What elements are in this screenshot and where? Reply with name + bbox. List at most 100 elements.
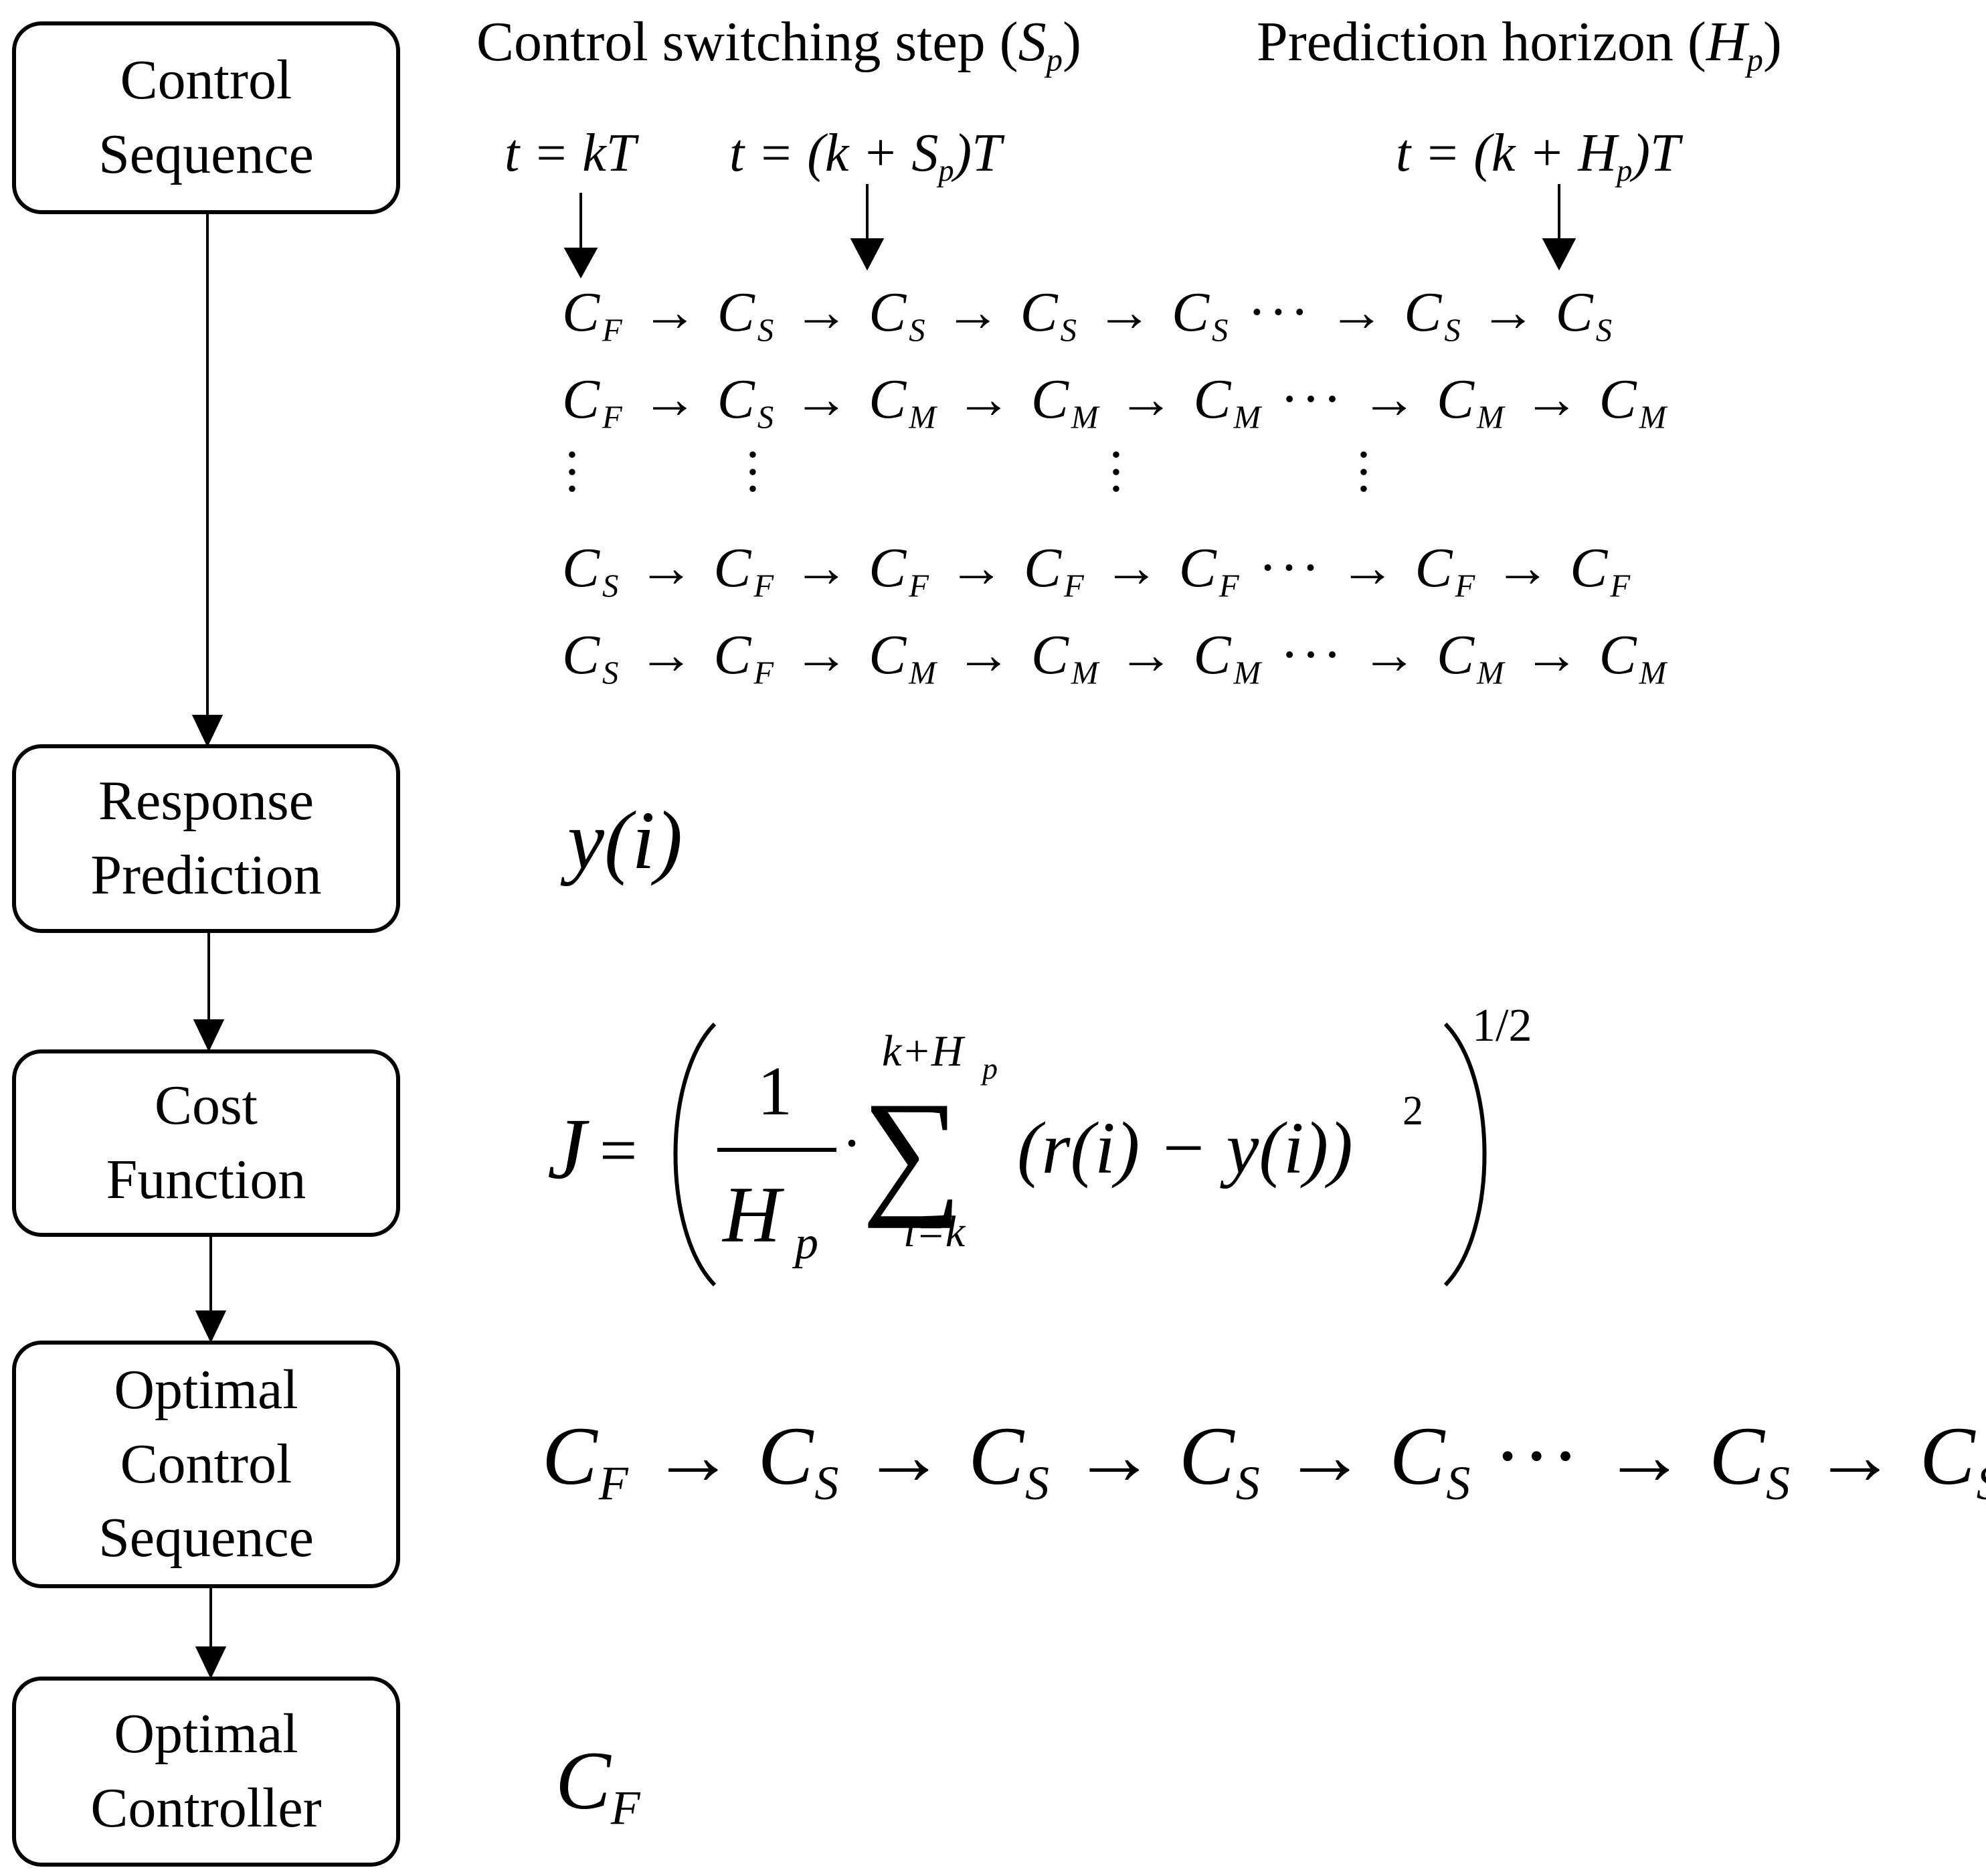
sequence-row: CF → CS → CM → CM → CM ··· → CM → CM [562, 367, 1669, 436]
outer-exponent: 1/2 [1472, 1000, 1532, 1051]
controller-subscript: S [757, 312, 777, 349]
arrow-icon: → [1360, 368, 1437, 430]
time-mark-start: t = kT [505, 124, 636, 183]
controller-subscript: S [1977, 1456, 1986, 1510]
controller-symbol: C [1030, 624, 1071, 686]
controller-symbol: C [1436, 624, 1477, 686]
controller-subscript: S [1765, 1456, 1791, 1510]
cost-lhs: J [547, 1101, 590, 1197]
response-prediction-box: Response Prediction [12, 744, 400, 933]
controller-subscript: M [1639, 655, 1669, 691]
arrow-icon: → [927, 281, 1020, 343]
fraction-denominator: H [721, 1170, 785, 1259]
controller-symbol: C [1020, 281, 1061, 343]
controller-subscript: S [757, 399, 777, 436]
cost-function-line-2: Function [106, 1148, 306, 1211]
controller-symbol: C [869, 624, 909, 686]
fraction-numerator: 1 [757, 1053, 792, 1130]
sum-lower-limit: i=k [903, 1207, 966, 1256]
controller-subscript: F [602, 399, 625, 436]
arrowhead-1 [191, 715, 223, 748]
arrow-icon: → [1261, 1410, 1390, 1502]
controller-symbol: C [562, 281, 603, 343]
controller-symbol: C [1919, 1410, 1977, 1502]
arrow-icon: → [624, 281, 717, 343]
switching-step-label: Control switching step (Sp) [476, 11, 1081, 78]
controller-subscript: S [602, 568, 622, 604]
response-prediction-line-2: Prediction [90, 844, 322, 906]
ellipsis: ··· [1471, 1410, 1581, 1502]
sum-upper-limit: k+H [882, 1027, 966, 1076]
controller-symbol: C [1193, 368, 1234, 430]
sequence-row: CF → CS → CS → CS → CS ··· → CS → CS [562, 280, 1615, 349]
optimal-controller-formula: CF [555, 1735, 640, 1835]
controller-symbol: C [1599, 624, 1639, 686]
arrow-icon: → [776, 624, 869, 686]
controller-subscript: M [909, 399, 939, 436]
response-prediction-line-1: Response [98, 770, 314, 833]
controller-subscript: S [1235, 1456, 1261, 1510]
controller-subscript: M [1071, 399, 1101, 436]
arrow-icon: → [1051, 1410, 1179, 1502]
optimal-sequence-formula: CF → CS → CS → CS → CS ··· → CS → CS [542, 1409, 1986, 1511]
arrow-icon: → [1791, 1410, 1920, 1502]
control-sequence-box: Control Sequence [12, 21, 400, 214]
controller-subscript: F [753, 655, 777, 691]
arrow-icon: → [1477, 537, 1570, 599]
arrow-icon: → [629, 1410, 758, 1502]
controller-symbol: C [1030, 368, 1071, 430]
arrow-icon: → [1101, 368, 1194, 430]
controller-symbol: C [757, 1410, 815, 1502]
ellipsis: ··· [1263, 368, 1361, 430]
arrow-icon: → [1328, 281, 1405, 343]
fraction-denominator-sub: p [792, 1217, 818, 1269]
arrow-icon: → [1339, 537, 1415, 599]
time-arrowhead-3 [1542, 238, 1576, 271]
controller-subscript: F [753, 568, 777, 604]
controller-symbol: C [1171, 281, 1212, 343]
time-arrowhead-2 [850, 238, 885, 271]
controller-subscript: S [1595, 312, 1615, 349]
controller-subscript: F [1455, 568, 1478, 604]
optimal-controller-box: Optimal Controller [12, 1677, 400, 1867]
controller-subscript: F [598, 1456, 630, 1510]
ellipsis: ··· [1231, 281, 1329, 343]
controller-subscript: M [909, 655, 939, 691]
controller-subscript: M [1233, 399, 1264, 436]
arrowhead-3 [195, 1310, 227, 1343]
arrow-icon: → [776, 368, 869, 430]
controller-subscript: S [814, 1456, 840, 1510]
controller-symbol: C [1709, 1410, 1766, 1502]
controller-subscript: F [1610, 568, 1633, 604]
cost-equals: = [600, 1113, 637, 1187]
controller-subscript: M [1233, 655, 1264, 691]
arrowhead-4 [195, 1646, 227, 1679]
prediction-horizon-label: Prediction horizon (Hp) [1257, 11, 1782, 78]
optimal-controller-line-2: Controller [90, 1777, 322, 1839]
prediction-output: y(i) [567, 794, 683, 886]
controller-subscript: S [1025, 1456, 1051, 1510]
arrow-icon: → [840, 1410, 969, 1502]
arrow-icon: → [1506, 624, 1599, 686]
controller-symbol: C [869, 537, 909, 599]
controller-subscript: S [1446, 1456, 1472, 1510]
arrow-icon: → [1581, 1410, 1710, 1502]
controller-symbol: C [1179, 1410, 1236, 1502]
controller-symbol: C [562, 624, 603, 686]
controller-subscript: M [1071, 655, 1101, 691]
summation-sign: ∑ [862, 1074, 962, 1229]
arrow-icon: → [1360, 624, 1437, 686]
optimal-control-sequence-line-3: Sequence [98, 1507, 314, 1569]
time-arrowhead-1 [563, 248, 598, 279]
ellipsis: ··· [1263, 624, 1361, 686]
controller-symbol: C [968, 1410, 1026, 1502]
time-mark-horizon: t = (k + Hp)T [1396, 124, 1680, 188]
arrow-icon: → [1101, 624, 1194, 686]
controller-subscript: S [1060, 312, 1079, 349]
sum-upper-limit-sub: p [980, 1051, 998, 1086]
arrowhead-2 [193, 1019, 225, 1052]
cost-function-line-1: Cost [154, 1074, 258, 1137]
optimal-control-sequence-box: Optimal Control Sequence [12, 1341, 400, 1588]
